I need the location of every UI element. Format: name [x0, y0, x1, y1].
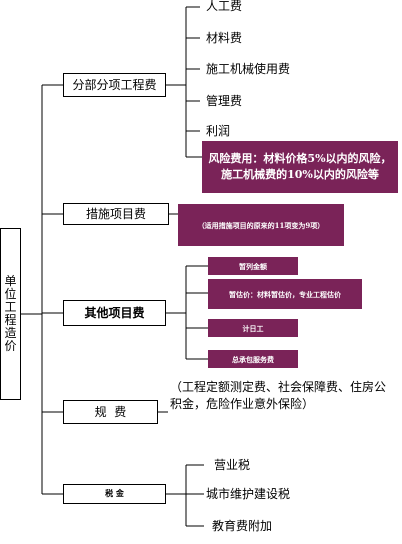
- branch-qita-label: 其他项目费: [84, 306, 145, 320]
- fenbu-item: 材料费: [206, 31, 243, 45]
- shuijin-item: 教育费附加: [212, 519, 273, 533]
- branch-fenbu: 分部分项工程费: [63, 73, 166, 97]
- fenbu-item: 利润: [206, 124, 231, 138]
- cuoshi-note: （适用措施项目的原来的11项变为9项）: [178, 204, 344, 246]
- cuoshi-note-text: （适用措施项目的原来的11项变为9项）: [197, 220, 325, 230]
- shuijin-item: 营业税: [214, 458, 251, 472]
- branch-fenbu-label: 分部分项工程费: [72, 78, 157, 92]
- qita-item: 总承包服务费: [208, 350, 298, 368]
- fenbu-item: 管理费: [206, 94, 243, 108]
- guifei-note: （工程定额测定费、社会保障费、住房公积金，危险作业意外保险）: [170, 380, 387, 411]
- risk-note: 风险费用：材料价格5%以内的风险，施工机械费的10%以内的风险等: [202, 141, 398, 193]
- branch-qita: 其他项目费: [63, 300, 166, 326]
- qita-item: 计日工: [208, 319, 298, 337]
- qita-item: 暂列金额: [208, 257, 298, 275]
- branch-guifei: 规 费: [63, 400, 158, 424]
- shuijin-item: 城市维护建设税: [206, 487, 291, 501]
- branch-guifei-label: 规 费: [94, 405, 127, 419]
- fenbu-item: 人工费: [206, 0, 243, 13]
- branch-shuijin: 税 金: [63, 484, 166, 504]
- root-label: 单位工程造价: [4, 274, 17, 353]
- fenbu-item: 施工机械使用费: [206, 62, 291, 76]
- branch-cuoshi: 措施项目费: [63, 203, 169, 225]
- risk-note-text: 风险费用：材料价格5%以内的风险，施工机械费的10%以内的风险等: [208, 152, 392, 181]
- qita-item: 暂估价：材料暂估价，专业工程估价: [208, 279, 362, 309]
- branch-cuoshi-label: 措施项目费: [85, 207, 146, 221]
- root-box: 单位工程造价: [0, 228, 21, 400]
- branch-shuijin-label: 税 金: [105, 489, 124, 498]
